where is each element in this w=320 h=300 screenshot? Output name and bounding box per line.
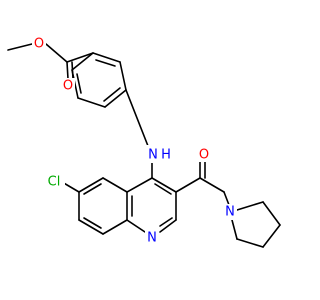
bond-line xyxy=(102,177,128,193)
label-bg xyxy=(145,229,159,245)
bond-line xyxy=(7,43,33,51)
bond-line xyxy=(71,52,94,71)
bond-line xyxy=(154,183,172,195)
bond-line xyxy=(151,177,177,193)
bond-line xyxy=(199,177,225,193)
bond-line xyxy=(66,52,94,63)
bond-line xyxy=(223,191,230,206)
bond-line xyxy=(78,219,104,235)
bond-line xyxy=(45,43,68,63)
ester-oxygen-double-label: O xyxy=(63,79,73,94)
bond-line xyxy=(92,52,121,63)
chlorine-label: Cl xyxy=(48,175,61,190)
quinoline-nitrogen-label: N xyxy=(147,231,157,246)
bond-line xyxy=(125,89,149,147)
bond-line xyxy=(66,61,69,80)
bond-layer xyxy=(7,43,281,248)
bond-line xyxy=(126,177,153,193)
bond-line xyxy=(159,219,177,233)
bond-line xyxy=(102,219,128,235)
bond-line xyxy=(104,89,127,108)
bond-line xyxy=(76,73,82,94)
bond-line xyxy=(77,97,106,108)
amine-nitrogen-label: N xyxy=(148,148,158,163)
atom-label-layer: O O O N H N N Cl xyxy=(32,35,237,246)
bond-line xyxy=(78,177,104,193)
bond-line xyxy=(83,183,102,195)
bond-line xyxy=(175,177,201,193)
label-bg xyxy=(61,78,75,94)
bond-line xyxy=(126,219,146,233)
pyrrolidine-nitrogen-label: N xyxy=(225,205,235,220)
label-bg xyxy=(223,204,237,220)
bond-line xyxy=(236,238,264,248)
bond-line xyxy=(159,217,173,227)
label-bg xyxy=(145,145,175,163)
bond-line xyxy=(236,201,264,211)
bond-line xyxy=(119,61,127,91)
label-bg xyxy=(43,173,65,189)
bond-line xyxy=(103,87,121,102)
molecule-structure: O O O N H N N Cl xyxy=(7,35,281,248)
ester-oxygen-single-label: O xyxy=(34,37,44,52)
bond-line xyxy=(95,59,116,67)
amide-oxygen-label: O xyxy=(199,148,209,163)
label-bg xyxy=(197,146,211,162)
molecule-canvas: O O O N H N N Cl xyxy=(7,35,281,248)
bond-line xyxy=(83,217,102,229)
label-bg xyxy=(32,35,46,51)
bond-line xyxy=(262,201,281,226)
bond-line xyxy=(231,219,238,240)
amine-hydrogen-label: H xyxy=(161,148,171,163)
bond-line xyxy=(262,224,281,248)
